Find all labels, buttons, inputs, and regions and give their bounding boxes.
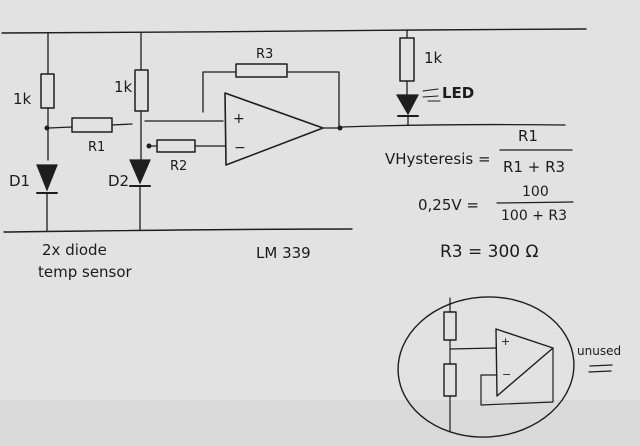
resistor-r3 <box>235 63 288 78</box>
unused-feedback-wire <box>480 347 554 406</box>
r1-wire-left <box>48 126 73 129</box>
ground-rail <box>3 228 353 233</box>
eq2-denominator: 100 + R3 <box>501 208 567 224</box>
unused-plus-input: + <box>501 335 510 348</box>
sensor-note-line1: 2x diode <box>42 241 107 259</box>
eq1-denominator: R1 + R3 <box>503 158 565 176</box>
comparator-plus-input: + <box>233 111 245 127</box>
label-d1: D1 <box>9 172 30 190</box>
unused-label: unused <box>577 344 621 358</box>
unused-minus-input: − <box>502 368 511 381</box>
top-supply-rail <box>1 28 587 34</box>
r3-feedback-right <box>286 71 340 127</box>
label-1k-mid: 1k <box>114 78 133 96</box>
label-d2: D2 <box>108 172 129 190</box>
comparator-triangle <box>224 92 324 166</box>
unused-comparator-circle <box>397 296 575 438</box>
eq2-lhs: 0,25V = <box>418 196 479 214</box>
led-diode <box>395 94 419 116</box>
paper-shadow <box>0 400 640 446</box>
label-r3: R3 <box>256 47 273 62</box>
output-node-dot <box>337 125 343 131</box>
unused-divider-to-plus <box>449 347 497 350</box>
chip-label: LM 339 <box>256 244 311 262</box>
label-1k-right: 1k <box>424 49 443 67</box>
unused-comparator-triangle <box>495 328 554 397</box>
r3-feedback-left <box>202 71 237 113</box>
label-led: LED <box>442 84 474 102</box>
eq1-numerator: R1 <box>518 127 538 145</box>
node-dot-1 <box>44 125 50 131</box>
eq2-numerator: 100 <box>522 184 549 200</box>
eq2-fraction-bar <box>496 201 574 204</box>
label-r2: R2 <box>170 159 187 174</box>
label-r1: R1 <box>88 140 105 155</box>
diode-d2 <box>129 159 151 185</box>
sensor-note-line2: temp sensor <box>38 263 133 281</box>
output-to-led-wire <box>341 123 566 128</box>
label-1k-left: 1k <box>13 90 32 108</box>
unused-underline <box>588 364 613 373</box>
eq1-lhs: VHysteresis = <box>385 150 491 168</box>
comparator-minus-input: − <box>234 140 246 156</box>
led-light-rays <box>422 88 441 102</box>
diode-d1 <box>36 164 58 192</box>
eq3-result: R3 = 300 Ω <box>440 242 539 262</box>
r1-wire-right <box>111 123 133 126</box>
